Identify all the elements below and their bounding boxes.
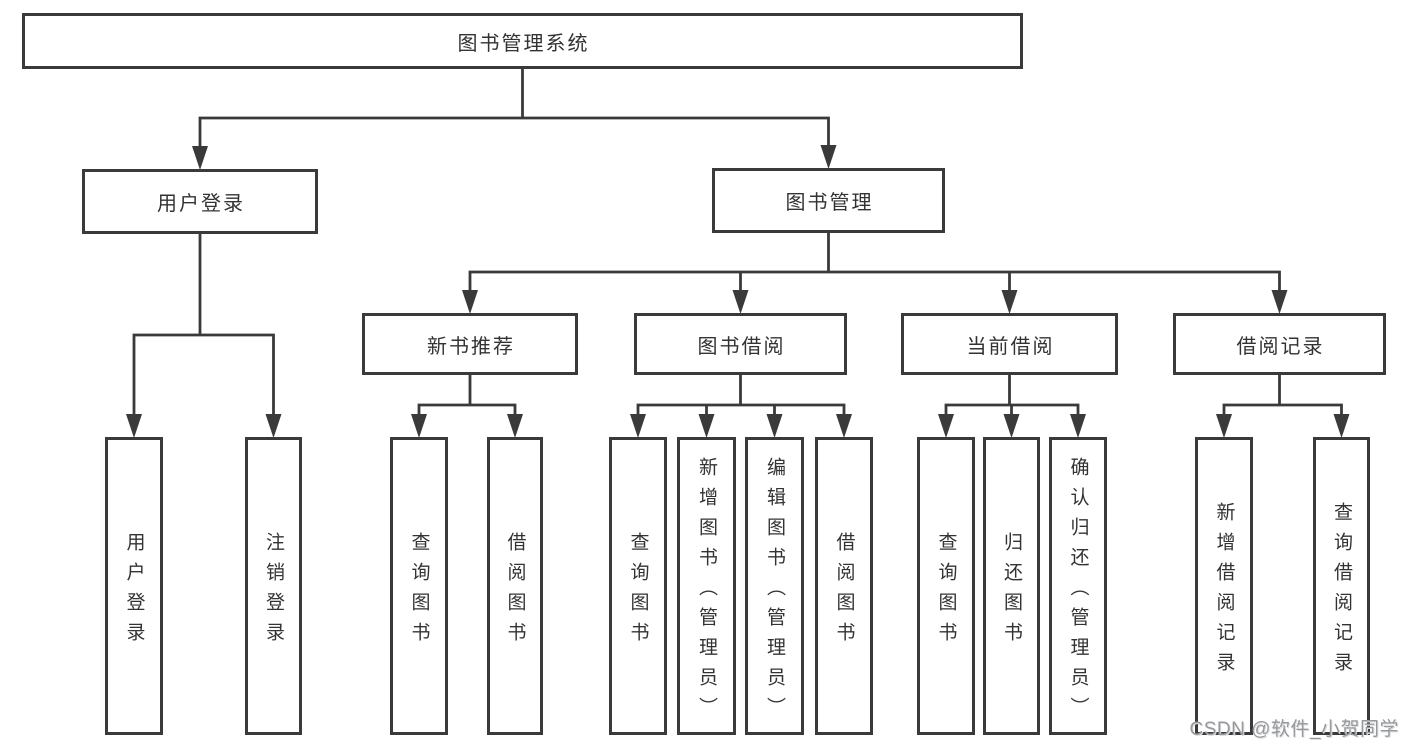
node-label-leaf-add-book-admin: 新增图书（管理员） <box>696 456 717 727</box>
node-label-leaf-logout-login: 注销登录 <box>263 531 284 652</box>
arrowhead-icon <box>836 414 852 438</box>
watermark: CSDN @软件_小贺同学 <box>1189 719 1399 740</box>
node-label-new-book-recommend: 新书推荐 <box>427 335 515 358</box>
node-leaf-query-books-current: 查询图书 <box>917 437 975 735</box>
node-leaf-add-book-admin: 新增图书（管理员） <box>677 437 736 735</box>
arrowhead-icon <box>938 414 954 438</box>
node-label-leaf-query-books-borrow: 查询图书 <box>627 531 649 652</box>
node-leaf-add-borrow-record: 新增借阅记录 <box>1195 437 1253 735</box>
connector-user-login <box>132 232 275 417</box>
node-book-management: 图书管理 <box>712 168 945 233</box>
node-leaf-borrow-books-borrow: 借阅图书 <box>815 437 873 735</box>
arrowhead-icon <box>820 145 837 169</box>
node-label-borrow-records: 借阅记录 <box>1236 335 1325 358</box>
node-label-leaf-user-login: 用户登录 <box>123 531 145 652</box>
node-label-leaf-confirm-return-admin: 确认归还（管理员） <box>1067 456 1089 727</box>
arrowhead-icon <box>1070 414 1086 438</box>
node-current-borrow: 当前借阅 <box>901 313 1118 375</box>
arrowhead-icon <box>1001 290 1018 314</box>
connector-borrow-records <box>1222 373 1343 417</box>
node-label-root: 图书管理系统 <box>457 32 590 55</box>
connector-book-borrow <box>636 373 846 417</box>
node-user-login: 用户登录 <box>82 169 318 234</box>
arrowhead-icon <box>1333 414 1350 438</box>
arrowhead-icon <box>1216 414 1232 438</box>
node-label-user-login: 用户登录 <box>157 193 245 215</box>
node-label-leaf-borrow-books-newrec: 借阅图书 <box>504 531 526 652</box>
arrowhead-icon <box>265 414 282 438</box>
node-leaf-confirm-return-admin: 确认归还（管理员） <box>1049 437 1107 735</box>
node-leaf-query-books-newrec: 查询图书 <box>390 437 448 735</box>
connector-current-borrow <box>944 373 1080 417</box>
node-label-leaf-add-borrow-record: 新增借阅记录 <box>1213 501 1235 682</box>
node-leaf-user-login: 用户登录 <box>105 437 163 735</box>
node-label-leaf-borrow-books-borrow: 借阅图书 <box>833 531 855 652</box>
node-label-leaf-return-books: 归还图书 <box>1001 531 1022 652</box>
node-leaf-query-borrow-record: 查询借阅记录 <box>1313 437 1370 735</box>
arrowhead-icon <box>126 414 142 438</box>
arrowhead-icon <box>732 290 749 314</box>
arrowhead-icon <box>1271 290 1288 314</box>
node-new-book-recommend: 新书推荐 <box>362 313 578 375</box>
node-label-book-management: 图书管理 <box>785 192 874 214</box>
arrowhead-icon <box>192 146 208 170</box>
node-label-leaf-query-books-current: 查询图书 <box>935 531 957 652</box>
node-borrow-records: 借阅记录 <box>1173 313 1386 375</box>
node-label-book-borrow: 图书借阅 <box>697 335 786 358</box>
node-book-borrow: 图书借阅 <box>634 313 847 375</box>
node-leaf-borrow-books-newrec: 借阅图书 <box>487 437 543 735</box>
node-leaf-logout-login: 注销登录 <box>245 437 302 735</box>
node-label-current-borrow: 当前借阅 <box>966 335 1055 358</box>
arrowhead-icon <box>630 414 646 438</box>
arrowhead-icon <box>1003 414 1020 438</box>
connector-book-management <box>468 231 1281 293</box>
arrowhead-icon <box>411 414 427 438</box>
node-root: 图书管理系统 <box>22 13 1023 69</box>
node-label-leaf-query-books-newrec: 查询图书 <box>408 531 430 652</box>
connector-new-book-recommend <box>417 373 517 417</box>
connector-root <box>198 67 830 149</box>
arrowhead-icon <box>462 290 478 314</box>
node-leaf-edit-book-admin: 编辑图书（管理员） <box>745 437 804 735</box>
arrowhead-icon <box>698 414 715 438</box>
node-label-leaf-query-borrow-record: 查询借阅记录 <box>1331 501 1352 682</box>
node-leaf-query-books-borrow: 查询图书 <box>609 437 667 735</box>
arrowhead-icon <box>507 414 523 438</box>
node-label-leaf-edit-book-admin: 编辑图书（管理员） <box>764 456 785 727</box>
arrowhead-icon <box>766 414 783 438</box>
node-leaf-return-books: 归还图书 <box>983 437 1040 735</box>
